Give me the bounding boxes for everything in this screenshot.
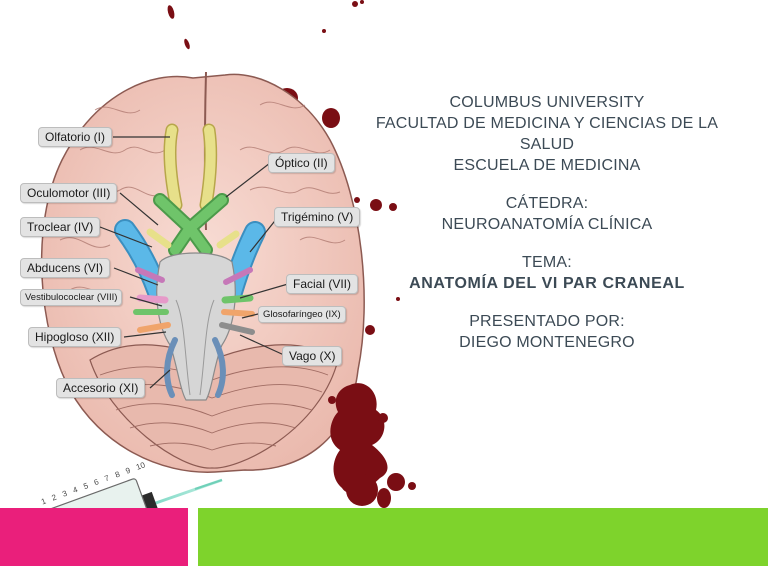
presenter-name: DIEGO MONTENEGRO — [459, 334, 635, 351]
title-block: COLUMBUS UNIVERSITY FACULTAD DE MEDICINA… — [356, 92, 738, 353]
syringe-tick: 6 — [92, 477, 100, 488]
label-hipogloso: Hipogloso (XII) — [28, 327, 122, 347]
syringe-tick: 2 — [50, 492, 58, 503]
topic-label: TEMA: — [522, 254, 572, 271]
label-glosofaringeo: Glosofaríngeo (IX) — [258, 306, 346, 323]
spacer — [356, 294, 738, 311]
accent-bar-pink — [0, 508, 188, 566]
label-troclear: Troclear (IV) — [20, 217, 101, 237]
label-trigemino: Trigémino (V) — [274, 207, 361, 227]
school-name: ESCUELA DE MEDICINA — [453, 157, 641, 174]
label-olfatorio: Olfatorio (I) — [38, 127, 113, 147]
topic-value: ANATOMÍA DEL VI PAR CRANEAL — [409, 275, 685, 292]
accent-bar-green — [198, 508, 768, 566]
syringe-tick: 5 — [82, 481, 90, 492]
syringe-tick: 8 — [113, 469, 122, 480]
brain-illustration — [40, 71, 365, 473]
label-vestibulococlear: Vestibulococlear (VIII) — [20, 289, 123, 306]
faculty-name: FACULTAD DE MEDICINA Y CIENCIAS DE LA SA… — [375, 115, 719, 153]
syringe-tick: 9 — [124, 465, 132, 476]
chair-label: CÁTEDRA: — [505, 195, 589, 212]
label-facial: Facial (VII) — [286, 274, 359, 294]
spacer — [356, 176, 738, 193]
syringe-tick: 4 — [71, 484, 79, 495]
presenter-label: PRESENTADO POR: — [469, 313, 625, 330]
label-abducens: Abducens (VI) — [20, 258, 111, 278]
syringe-tick: 3 — [61, 488, 69, 499]
label-optico: Óptico (II) — [268, 153, 335, 173]
label-vago: Vago (X) — [282, 346, 343, 366]
syringe-tick: 7 — [103, 473, 111, 484]
spacer — [356, 235, 738, 252]
label-oculomotor: Oculomotor (III) — [20, 183, 118, 203]
chair-value: NEUROANATOMÍA CLÍNICA — [441, 216, 653, 233]
institution-name: COLUMBUS UNIVERSITY — [449, 94, 645, 111]
label-accesorio: Accesorio (XI) — [56, 378, 146, 398]
blood-splatter-bottom — [328, 383, 416, 508]
